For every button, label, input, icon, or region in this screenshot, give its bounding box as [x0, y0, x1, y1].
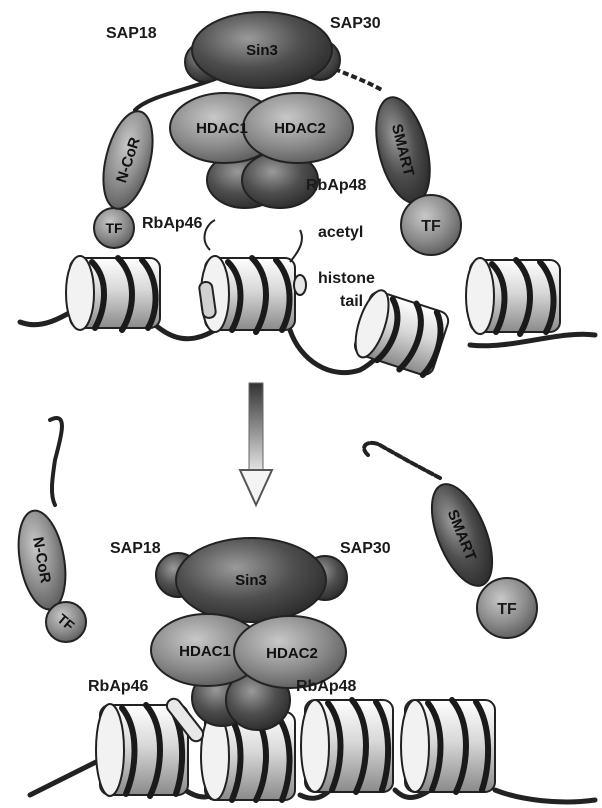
sap18-bottom-label: SAP18 — [110, 540, 161, 557]
rbap48-top-label: RbAp48 — [306, 177, 367, 194]
tf-left-top-label: TF — [105, 220, 123, 236]
hdac2-top-label: HDAC2 — [274, 120, 326, 137]
nucleosome-top-1 — [66, 256, 160, 330]
acetyl-group-right — [294, 275, 306, 295]
hdac2-bottom-label: HDAC2 — [266, 645, 318, 662]
histone-tail-label-line2: tail — [340, 293, 363, 310]
sap18-top-label: SAP18 — [106, 25, 157, 42]
nucleosome-bottom-4 — [401, 700, 495, 792]
sap30-top-label: SAP30 — [330, 15, 381, 32]
sin3-bottom-label: Sin3 — [235, 572, 267, 589]
nucleosome-top-4 — [466, 258, 560, 334]
smart-tether-bottom — [364, 443, 440, 478]
bottom-panel: N-CoR TF SMART TF — [12, 418, 595, 802]
histone-tail-left — [205, 220, 215, 250]
rbap48-bottom-label: RbAp48 — [296, 678, 357, 695]
sin3-top-label: Sin3 — [246, 42, 278, 59]
rbap46-top-label: RbAp46 — [142, 215, 203, 232]
nucleosome-bottom-3 — [301, 700, 393, 792]
top-panel: TF N-CoR SMART TF Sin3 HDAC1 HDAC2 SAP18… — [20, 12, 595, 379]
acetyl-label: acetyl — [318, 224, 363, 241]
hdac1-top-label: HDAC1 — [196, 120, 248, 137]
ncor-tether-bottom — [50, 418, 62, 505]
sap30-bottom-label: SAP30 — [340, 540, 391, 557]
tf-right-bottom-label: TF — [497, 601, 517, 618]
nucleosome-top-2 — [201, 256, 295, 332]
histone-tail-label-line1: histone — [318, 270, 375, 287]
histone-tail-right — [290, 230, 302, 262]
hdac1-bottom-label: HDAC1 — [179, 643, 231, 660]
transition-arrow — [240, 383, 272, 505]
rbap46-bottom-label: RbAp46 — [88, 678, 149, 695]
tf-right-top-label: TF — [421, 218, 441, 235]
